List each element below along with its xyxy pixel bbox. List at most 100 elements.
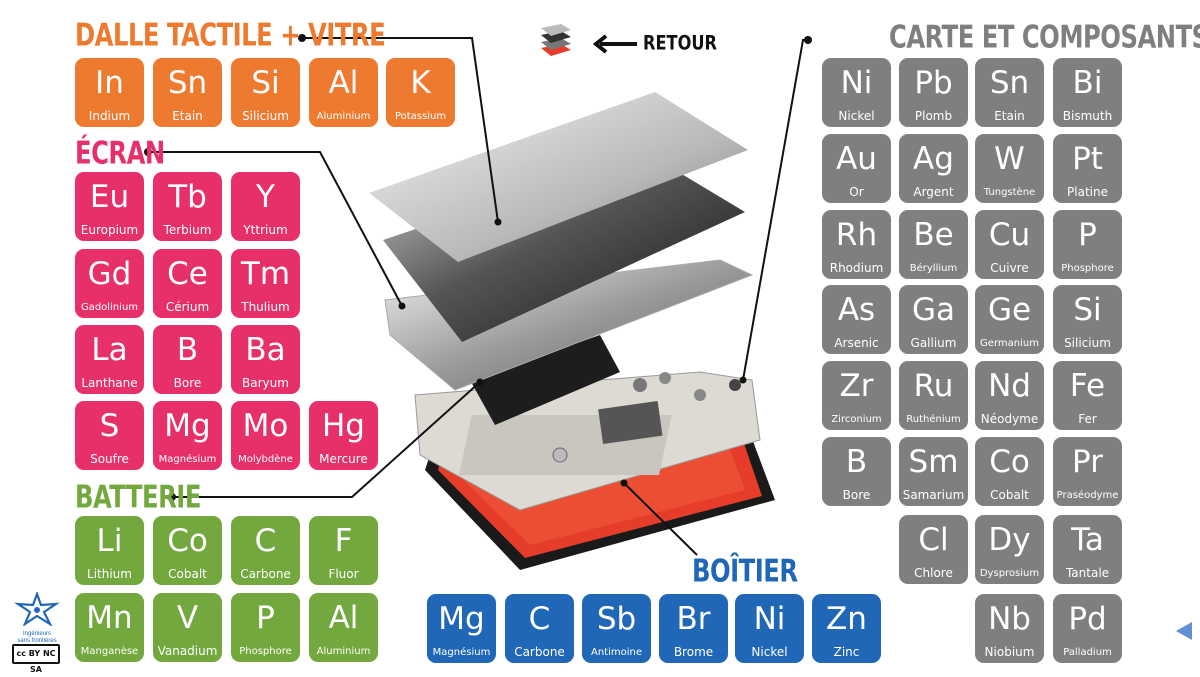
element-name: Manganèse — [80, 646, 139, 657]
element-symbol: Be — [913, 217, 954, 253]
element-symbol: S — [99, 408, 120, 444]
element-symbol: Mo — [242, 408, 289, 444]
element-symbol: Eu — [89, 179, 130, 215]
element-name: Magnésium — [158, 454, 217, 465]
element-name: Silicium — [1064, 336, 1111, 350]
logo-text-line2: sans frontières — [17, 638, 57, 644]
element-symbol: Si — [251, 65, 280, 101]
element-name: Gallium — [910, 336, 957, 350]
element-name: Néodyme — [980, 412, 1039, 426]
previous-arrow-icon[interactable] — [1176, 622, 1192, 640]
element-name: Fluor — [328, 567, 359, 581]
element-symbol: B — [176, 332, 199, 368]
element-symbol: Zr — [839, 368, 874, 404]
element-name: Ruthénium — [906, 414, 961, 425]
element-name: Nickel — [751, 645, 788, 659]
element-symbol: Pd — [1068, 601, 1107, 637]
element-symbol: Ru — [913, 368, 954, 404]
element-symbol: La — [91, 332, 128, 368]
element-symbol: Mn — [86, 600, 133, 636]
element-symbol: Au — [836, 141, 877, 177]
element-symbol: Hg — [322, 408, 365, 444]
element-name: Argent — [913, 185, 954, 199]
element-name: Baryum — [242, 376, 289, 390]
element-symbol: Nb — [988, 601, 1031, 637]
element-name: Béryllium — [909, 263, 958, 274]
element-name: Terbium — [163, 223, 212, 237]
glass-layer — [383, 152, 745, 342]
element-symbol: Fe — [1069, 368, 1106, 404]
element-symbol: Ni — [840, 65, 873, 101]
retour-button[interactable]: RETOUR — [535, 24, 717, 66]
element-symbol: Ta — [1071, 522, 1104, 558]
element-name: Germanium — [980, 338, 1039, 349]
retour-label: RETOUR — [643, 31, 717, 56]
element-symbol: C — [528, 601, 551, 637]
element-name: Europium — [80, 223, 139, 237]
element-name: Arsenic — [834, 336, 879, 350]
element-name: Magnésium — [432, 647, 491, 658]
